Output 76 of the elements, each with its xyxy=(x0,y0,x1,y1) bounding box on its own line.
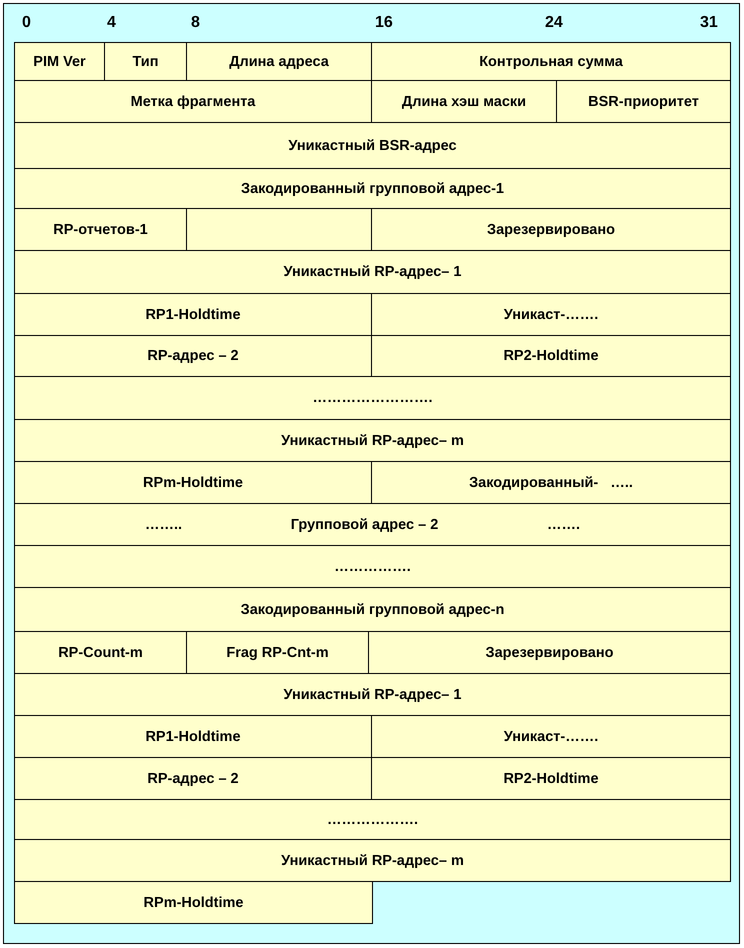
field-cell xyxy=(14,799,731,840)
field-cell xyxy=(14,673,731,716)
bit-number: 4 xyxy=(107,14,116,32)
field-name: Длина хэш маски xyxy=(402,94,526,110)
field-name: Зарезервировано xyxy=(486,644,614,660)
field-cell xyxy=(14,122,731,169)
field-cell xyxy=(14,461,372,504)
field-cell xyxy=(14,42,105,81)
field-name: Зарезервировано xyxy=(487,222,615,238)
field-cell xyxy=(371,335,731,377)
field-cell xyxy=(14,335,372,377)
field-name: …….. xyxy=(145,516,182,532)
field-name: Контрольная сумма xyxy=(479,54,623,70)
field-name: ……………. xyxy=(334,558,411,574)
field-name: Закодированный групповой адрес-1 xyxy=(241,180,504,196)
field-cell xyxy=(556,80,731,123)
field-cell xyxy=(371,42,731,81)
field-name: ……. xyxy=(546,516,580,532)
field-name: Уникастный RP-адрес– 1 xyxy=(284,264,462,280)
field-name: RP1-Holdtime xyxy=(145,306,241,322)
field-cell xyxy=(186,631,369,674)
field-cell xyxy=(371,208,731,251)
field-name: PIM Ver xyxy=(33,54,86,70)
field-cell xyxy=(14,419,731,462)
field-cell xyxy=(14,715,372,758)
field-name: Уникастный RP-адрес– m xyxy=(281,852,464,868)
field-name: RPm-Holdtime xyxy=(144,894,244,910)
field-cell xyxy=(14,631,187,674)
field-cell xyxy=(14,168,731,209)
field-name: Длина адреса xyxy=(229,54,329,70)
field-cell xyxy=(14,250,731,294)
field-name: Метка фрагмента xyxy=(130,94,256,110)
field-name: RP-отчетов-1 xyxy=(53,222,148,238)
field-cell xyxy=(14,757,372,800)
field-cell xyxy=(14,503,731,546)
field-name: Тип xyxy=(132,54,158,70)
field-name: RP2-Holdtime xyxy=(503,348,599,364)
bit-number: 31 xyxy=(700,14,718,32)
field-cell xyxy=(186,42,372,81)
field-name: Уникастный RP-адрес– 1 xyxy=(284,686,462,702)
field-cell xyxy=(14,881,373,924)
field-name: RP-адрес – 2 xyxy=(147,348,239,364)
field-cell xyxy=(14,839,731,882)
field-name: RPm-Holdtime xyxy=(143,474,243,490)
field-cell xyxy=(14,376,731,420)
field-name: RP-Count-m xyxy=(58,644,143,660)
field-name: RP2-Holdtime xyxy=(503,770,599,786)
field-cell xyxy=(371,757,731,800)
field-name: RP-адрес – 2 xyxy=(147,770,239,786)
bit-number: 16 xyxy=(375,14,393,32)
field-name: Групповой адрес – 2 xyxy=(290,516,438,532)
bit-number: 8 xyxy=(191,14,200,32)
field-cell xyxy=(371,461,731,504)
field-name: Уникаст-……. xyxy=(504,728,598,744)
field-name: BSR-приоритет xyxy=(588,94,699,110)
field-name: Закодированный групповой адрес-n xyxy=(240,602,504,618)
field-cell xyxy=(371,80,557,123)
field-name: Frag RP-Cnt-m xyxy=(226,644,329,660)
field-name: Закодированный- ….. xyxy=(469,474,633,490)
bit-number: 24 xyxy=(545,14,563,32)
field-cell xyxy=(371,293,731,336)
bit-number: 0 xyxy=(22,14,31,32)
field-cell xyxy=(14,293,372,336)
field-name: Уникаст-……. xyxy=(504,306,598,322)
field-cell xyxy=(14,208,187,251)
field-cell xyxy=(14,587,731,632)
field-cell xyxy=(368,631,731,674)
field-name: ……………………. xyxy=(312,390,433,406)
field-name: Уникастный BSR-адрес xyxy=(288,138,457,154)
field-cell xyxy=(371,715,731,758)
field-name: Уникастный RP-адрес– m xyxy=(281,432,464,448)
field-name: RP1-Holdtime xyxy=(145,728,241,744)
field-name: ………………. xyxy=(326,812,418,828)
field-cell xyxy=(14,545,731,588)
field-cell xyxy=(104,42,187,81)
field-cell xyxy=(14,80,372,123)
